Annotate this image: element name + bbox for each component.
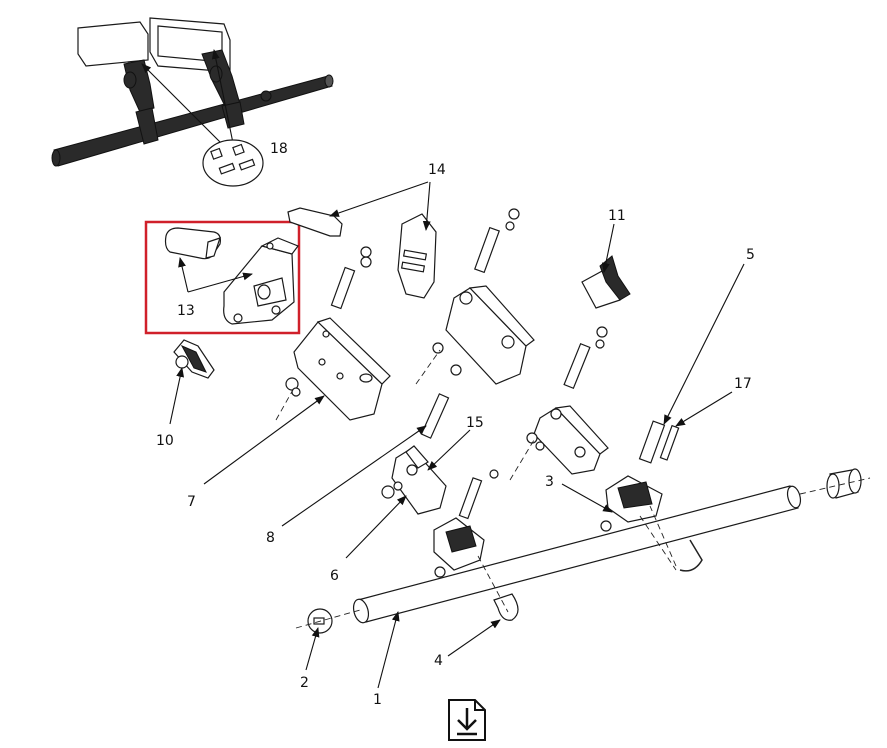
part-14	[287, 181, 437, 299]
upper-bracket	[415, 208, 535, 385]
part-13	[164, 227, 299, 325]
highlight-box	[144, 220, 301, 335]
download-button[interactable]	[447, 698, 487, 742]
label-15: 15	[466, 415, 484, 431]
part-11	[581, 223, 631, 309]
part-4	[447, 505, 703, 657]
assembly-inset	[51, 17, 334, 187]
label-13: 13	[177, 303, 195, 319]
label-3: 3	[545, 474, 554, 490]
part-10	[169, 339, 215, 425]
label-6: 6	[330, 568, 339, 584]
part-2	[295, 468, 871, 671]
label-7: 7	[187, 494, 196, 510]
part-1	[352, 485, 802, 689]
label-8: 8	[266, 530, 275, 546]
download-icon	[448, 699, 486, 741]
part-15	[381, 429, 499, 578]
label-2: 2	[300, 675, 309, 691]
label-18: 18	[270, 141, 288, 157]
label-17: 17	[734, 376, 752, 392]
part-3	[509, 326, 663, 532]
label-1: 1	[373, 692, 382, 708]
part-17	[659, 391, 733, 461]
label-4: 4	[434, 653, 443, 669]
label-14: 14	[428, 162, 446, 178]
label-5: 5	[746, 247, 755, 263]
label-11: 11	[608, 208, 626, 224]
part-8	[281, 393, 450, 527]
part-5	[638, 263, 745, 464]
label-10: 10	[156, 433, 174, 449]
part-7	[203, 246, 391, 485]
part-6	[345, 495, 407, 559]
